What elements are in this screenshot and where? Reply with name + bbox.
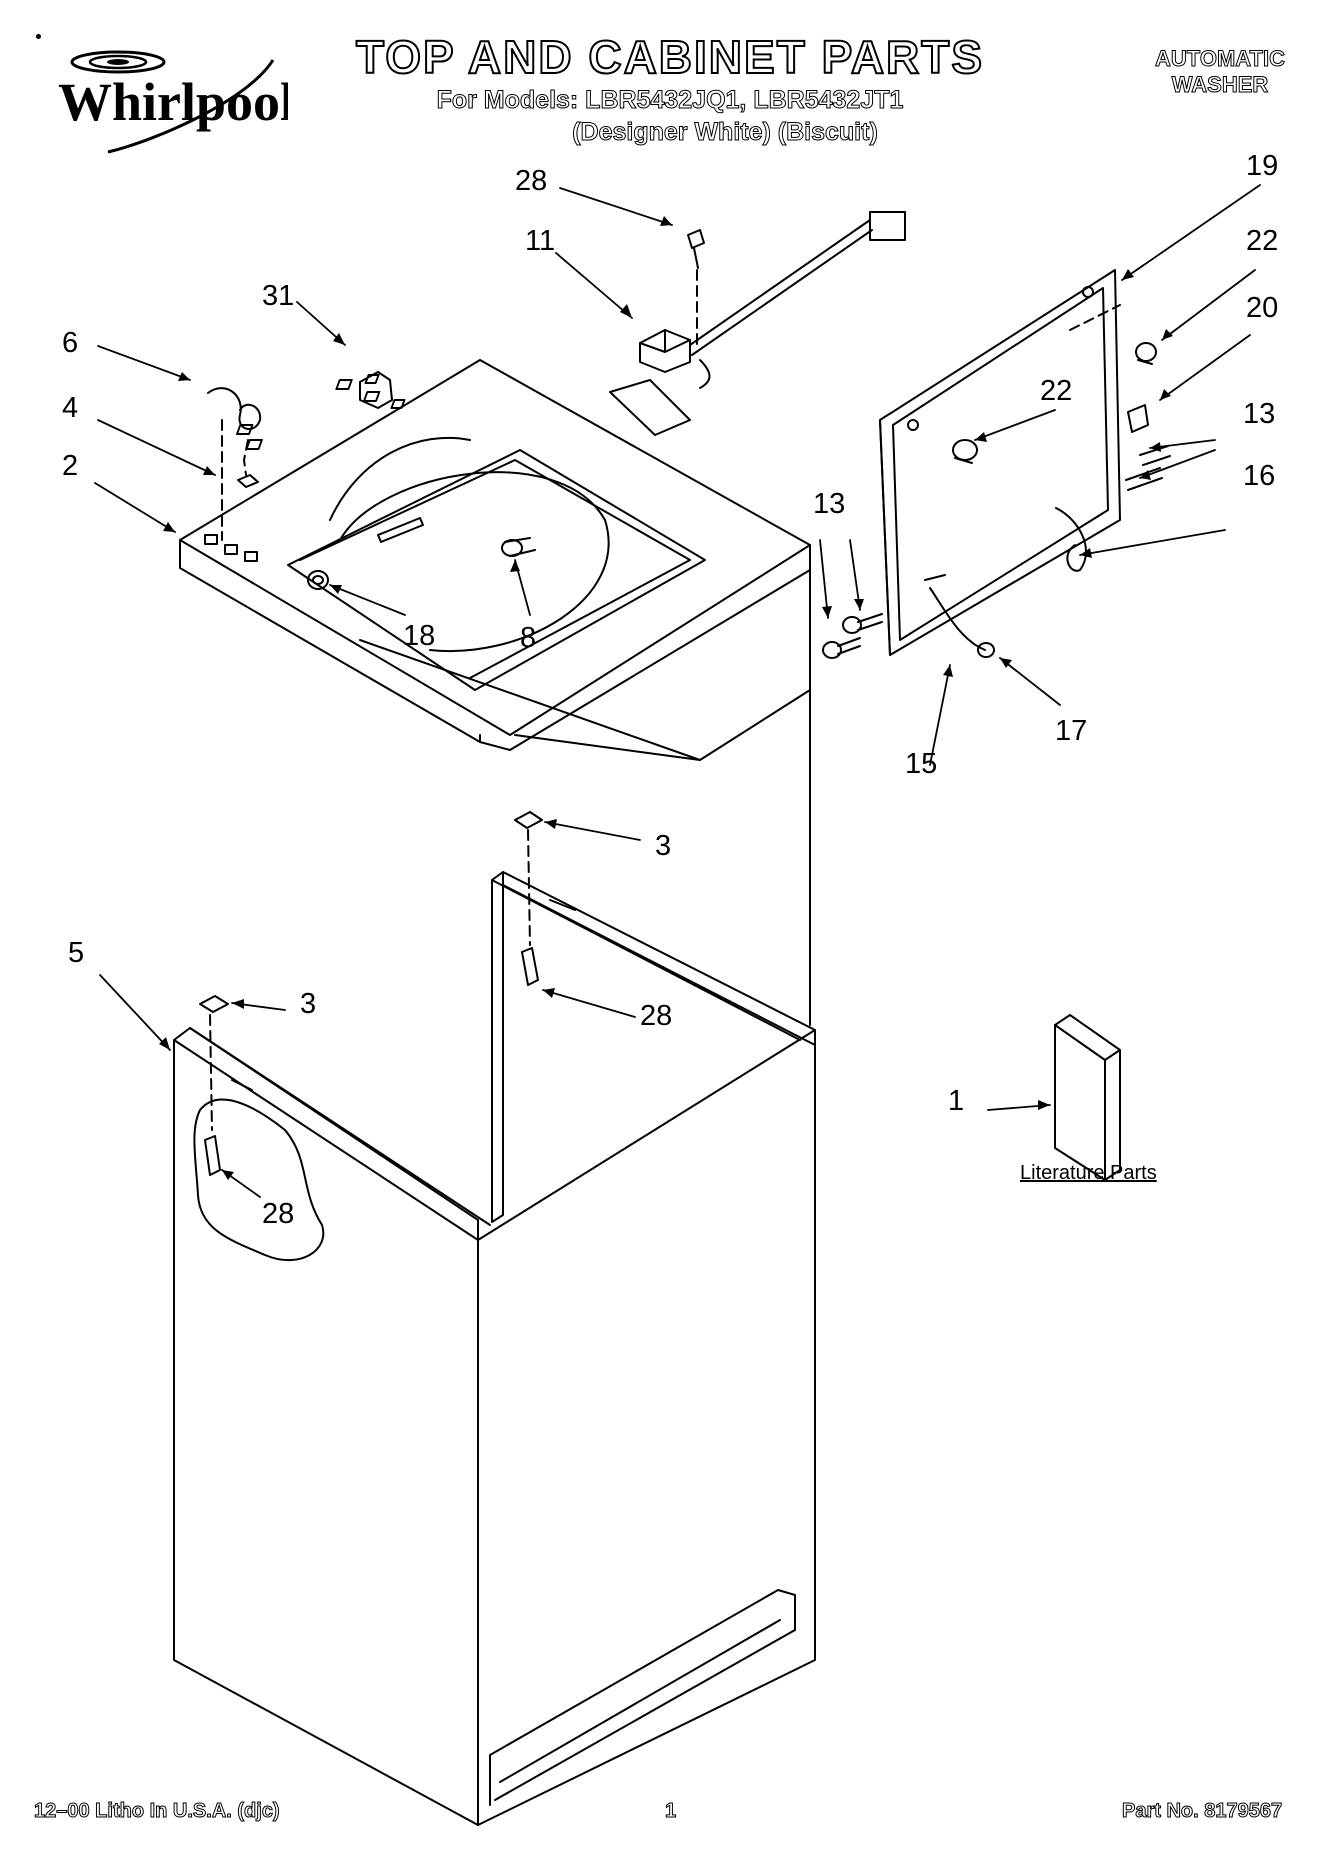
callout-6: 6 [62, 327, 79, 359]
callout-17: 17 [1055, 715, 1088, 747]
top-panel [179, 359, 811, 761]
callout-28-top: 28 [515, 165, 548, 197]
part-number: Part No. 8179567 [1121, 1800, 1283, 1823]
callout-16: 16 [1243, 460, 1276, 492]
product-type-line2: WASHER [1171, 72, 1269, 98]
screw-28-top [687, 229, 705, 269]
clip-31 [359, 371, 393, 409]
lid-switch-assembly [609, 211, 906, 436]
screw-28-middle [521, 947, 539, 986]
callout-3-top: 3 [655, 830, 672, 862]
control-console [822, 269, 1171, 659]
callout-31: 31 [262, 280, 295, 312]
callout-1: 1 [948, 1085, 965, 1117]
product-type: AUTOMATIC WASHER [1140, 46, 1300, 98]
callout-18: 18 [403, 620, 436, 652]
callout-22-left: 22 [1040, 375, 1073, 407]
page-number: 1 [664, 1800, 677, 1823]
callout-11: 11 [525, 225, 556, 257]
variants-line: (Designer White) (Biscuit) [572, 118, 879, 147]
page-title: TOP AND CABINET PARTS [355, 30, 985, 84]
callout-5: 5 [68, 937, 85, 969]
literature-parts-label: Literature Parts [1020, 1162, 1157, 1184]
callout-13-right: 13 [1243, 398, 1276, 430]
callout-15: 15 [905, 748, 938, 780]
clip-3-top [514, 811, 543, 829]
product-type-line1: AUTOMATIC [1155, 46, 1286, 72]
models-line: For Models: LBR5432JQ1, LBR5432JT1 [436, 86, 904, 115]
svg-text:Whirlpool: Whirlpool [58, 72, 288, 132]
whirlpool-logo: Whirlpool [58, 50, 288, 154]
callout-19: 19 [1246, 150, 1279, 182]
callout-20: 20 [1246, 292, 1279, 324]
literature-booklet [1054, 1014, 1121, 1181]
clip-6 [207, 387, 262, 430]
callout-8: 8 [520, 622, 537, 654]
cabinet [173, 569, 816, 1826]
callout-22-right: 22 [1246, 225, 1279, 257]
clip-3-bottom [199, 995, 229, 1013]
callout-4: 4 [62, 392, 79, 424]
corner-mark [36, 34, 41, 39]
callout-3-bottom: 3 [300, 988, 317, 1020]
callout-13-left: 13 [813, 488, 846, 520]
clip-4 [237, 474, 259, 488]
callout-28-bottom: 28 [262, 1198, 295, 1230]
print-info: 12–00 Litho In U.S.A. (djc) [34, 1800, 281, 1823]
callout-28-middle: 28 [640, 1000, 673, 1032]
callout-2: 2 [62, 450, 79, 482]
